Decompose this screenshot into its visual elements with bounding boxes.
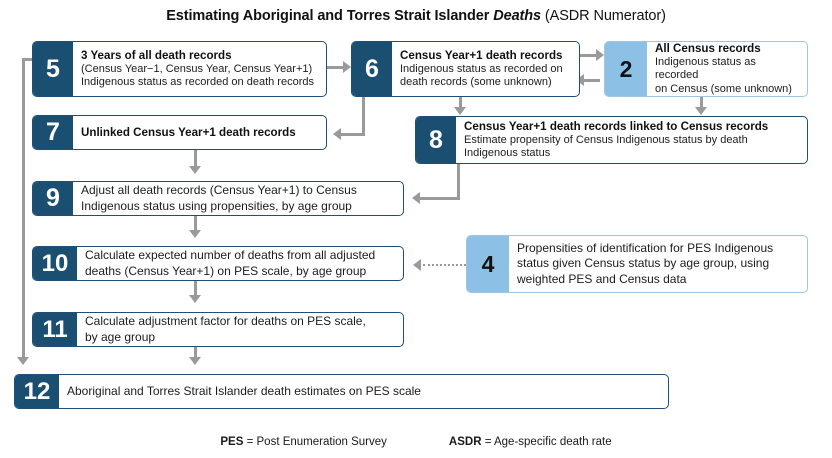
box-2-line-1: Indigenous status as recorded (655, 55, 756, 82)
box-8-line-1: Estimate propensity of Census Indigenous… (464, 133, 748, 146)
box-9-line-2: Indigenous status using propensities, by… (81, 198, 352, 213)
box-12-line-1: Aboriginal and Torres Strait Islander de… (67, 383, 421, 398)
legend-pes-definition: = Post Enumeration Survey (243, 436, 387, 448)
box-10[interactable]: 10 Calculate expected number of deaths f… (32, 246, 404, 281)
arrowhead-11-to-12 (189, 357, 201, 365)
connector-6-to-7-horizontal (341, 133, 365, 136)
box-6-line-1: Indigenous status as recorded on (400, 62, 563, 75)
arrowhead-6-to-8 (454, 107, 466, 115)
box-7[interactable]: 7 Unlinked Census Year+1 death records (32, 115, 327, 150)
box-6-number: 6 (352, 42, 392, 96)
connector-2-to-8 (700, 97, 703, 109)
box-8-number: 8 (416, 117, 456, 163)
connector-10-to-11 (194, 281, 197, 297)
connector-6-to-2 (580, 54, 596, 57)
box-8-line-2: Indigenous status (464, 147, 551, 159)
box-4-line-3: weighted PES and Census data (517, 271, 687, 286)
connector-8-to-9-horizontal (420, 197, 460, 200)
box-10-line-2: deaths (Census Year+1) on PES scale, by … (85, 263, 367, 278)
box-7-heading: Unlinked Census Year+1 death records (81, 125, 296, 139)
box-8-body: Census Year+1 death records linked to Ce… (456, 117, 807, 163)
page-title: Estimating Aboriginal and Torres Strait … (0, 8, 832, 24)
box-6[interactable]: 6 Census Year+1 death records Indigenous… (351, 41, 580, 97)
box-11-number: 11 (33, 313, 77, 346)
legend-asdr-definition: = Age-specific death rate (481, 436, 612, 448)
box-9[interactable]: 9 Adjust all death records (Census Year+… (32, 181, 404, 216)
box-2[interactable]: 2 All Census records Indigenous status a… (604, 41, 808, 97)
box-2-body: All Census records Indigenous status as … (647, 42, 807, 96)
connector-7-to-9 (194, 150, 197, 168)
arrowhead-5-to-6 (343, 61, 351, 73)
box-10-number: 10 (33, 247, 77, 280)
title-emphasis: Deaths (493, 8, 541, 24)
arrowhead-2-to-6 (576, 74, 584, 86)
box-4-line-2: status given Census status by age group,… (517, 256, 770, 271)
arrowhead-6-to-7 (333, 128, 341, 140)
box-12-number: 12 (15, 375, 59, 408)
connector-5-to-12-top (22, 58, 38, 61)
arrowhead-6-to-2 (596, 49, 604, 61)
box-11-body: Calculate adjustment factor for deaths o… (77, 313, 403, 346)
title-lead: Estimating Aboriginal and Torres Strait … (166, 8, 494, 24)
legend-pes-key: PES (220, 436, 244, 448)
box-8[interactable]: 8 Census Year+1 death records linked to … (415, 116, 808, 164)
connector-6-to-8 (459, 97, 462, 109)
box-11-line-2: by age group (85, 329, 156, 344)
connector-11-to-12 (194, 347, 197, 360)
box-2-number: 2 (605, 42, 647, 96)
box-11-line-1: Calculate adjustment factor for deaths o… (85, 314, 366, 328)
box-6-body: Census Year+1 death records Indigenous s… (392, 42, 579, 96)
box-5-line-2: Indigenous status as recorded on death r… (81, 76, 314, 88)
connector-2-to-6 (584, 79, 600, 82)
arrowhead-into-box-12 (17, 357, 29, 365)
box-4-body: Propensities of identification for PES I… (509, 236, 807, 292)
arrowhead-10-to-11 (189, 295, 201, 303)
box-9-body: Adjust all death records (Census Year+1)… (73, 182, 403, 215)
box-6-line-2: death records (some unknown) (400, 76, 552, 88)
box-5[interactable]: 5 3 Years of all death records (Census Y… (32, 41, 327, 97)
box-11[interactable]: 11 Calculate adjustment factor for death… (32, 312, 404, 347)
connector-5-to-6 (327, 66, 343, 69)
box-5-body: 3 Years of all death records (Census Yea… (73, 42, 326, 96)
box-12[interactable]: 12 Aboriginal and Torres Strait Islander… (14, 374, 669, 409)
legend-asdr-key: ASDR (448, 436, 482, 448)
arrowhead-4-to-10 (413, 259, 421, 271)
arrowhead-7-to-9 (189, 166, 201, 174)
arrowhead-2-to-8 (695, 107, 707, 115)
arrowhead-8-to-9 (412, 192, 420, 204)
box-7-body: Unlinked Census Year+1 death records (73, 116, 326, 149)
box-9-line-1: Adjust all death records (Census Year+1)… (81, 183, 357, 197)
box-2-heading: All Census records (655, 41, 761, 55)
connector-8-to-9-vertical (457, 164, 460, 200)
legend: PES = Post Enumeration Survey ASDR = Age-… (0, 436, 832, 448)
connector-9-to-10 (194, 216, 197, 232)
box-6-heading: Census Year+1 death records (400, 48, 563, 62)
box-4-number: 4 (467, 236, 509, 292)
connector-5-to-12-spine (22, 58, 25, 358)
box-4[interactable]: 4 Propensities of identification for PES… (466, 235, 808, 293)
box-7-number: 7 (33, 116, 73, 149)
box-5-line-1: (Census Year−1, Census Year, Census Year… (81, 62, 313, 75)
box-9-number: 9 (33, 182, 73, 215)
box-5-heading: 3 Years of all death records (81, 48, 232, 62)
box-2-line-2: on Census (some unknown) (655, 82, 792, 95)
connector-6-to-7-vertical (362, 97, 365, 136)
box-8-heading: Census Year+1 death records linked to Ce… (464, 119, 769, 133)
box-4-line-1: Propensities of identification for PES I… (517, 240, 774, 255)
box-5-number: 5 (33, 42, 73, 96)
box-10-body: Calculate expected number of deaths from… (77, 247, 403, 280)
box-12-body: Aboriginal and Torres Strait Islander de… (59, 375, 668, 408)
arrowhead-9-to-10 (189, 230, 201, 238)
title-trail: (ASDR Numerator) (541, 8, 666, 24)
box-10-line-1: Calculate expected number of deaths from… (85, 248, 376, 262)
connector-4-to-10-dotted (423, 264, 466, 266)
